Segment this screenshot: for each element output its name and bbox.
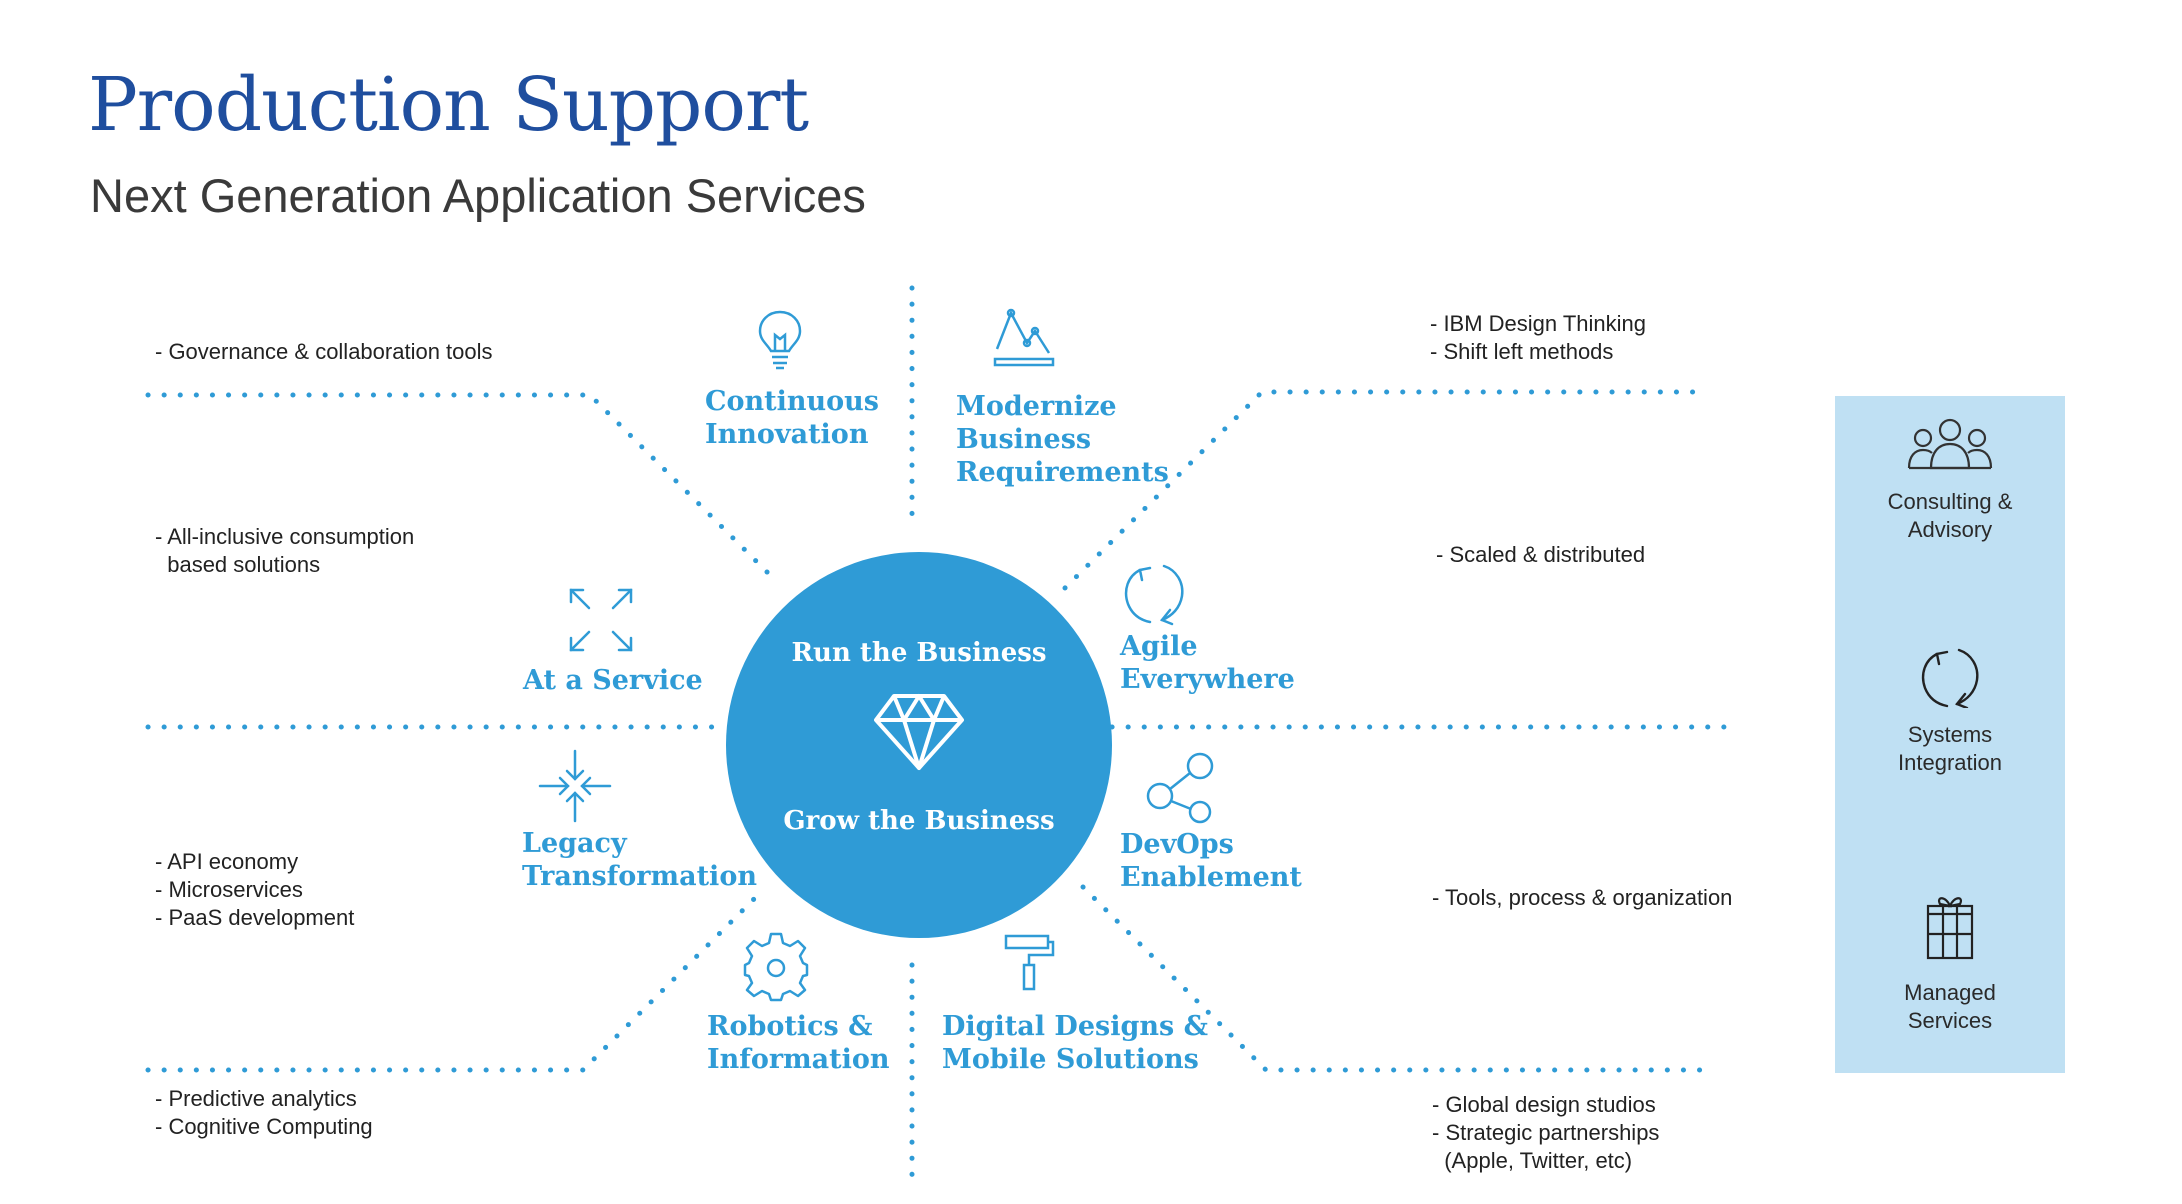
service-devops-enablement: DevOps Enablement — [1120, 828, 1302, 894]
sidebar-item-line: Managed — [1904, 980, 1996, 1005]
cycle-icon — [1921, 648, 1979, 708]
gift-box-icon — [1926, 897, 1974, 960]
compress-icon — [538, 749, 612, 823]
service-line: Requirements — [956, 457, 1169, 488]
service-line: Transformation — [522, 861, 757, 892]
connector-lower-left — [145, 893, 760, 1073]
sidebar-item-managed-services: Managed Services — [1835, 979, 2065, 1035]
diamond-icon — [874, 694, 964, 770]
service-line: Enablement — [1120, 862, 1302, 893]
gear-icon — [743, 932, 809, 1002]
hub-top-text: Run the Business — [791, 638, 1047, 668]
service-at-a-service: At a Service — [523, 664, 703, 697]
note-global: - Global design studios - Strategic part… — [1432, 1092, 1660, 1173]
sidebar-item-line: Services — [1907, 1008, 1993, 1033]
service-line: Everywhere — [1120, 664, 1295, 695]
central-hub: Run the Business Grow the Business — [726, 552, 1112, 938]
service-line: Business — [956, 424, 1092, 455]
lightbulb-icon — [758, 310, 802, 370]
sidebar-panel: Consulting & Advisory Systems Integratio… — [1835, 396, 2065, 1073]
service-line: At a Service — [523, 665, 703, 696]
hub-bottom-text: Grow the Business — [783, 806, 1055, 836]
service-line: Innovation — [705, 419, 869, 450]
service-legacy-transformation: Legacy Transformation — [522, 827, 757, 893]
service-modernize-business-requirements: Modernize Business Requirements — [956, 390, 1169, 489]
service-line: Mobile Solutions — [942, 1044, 1199, 1075]
service-robotics-information: Robotics & Information — [707, 1010, 890, 1076]
expand-icon — [569, 588, 633, 652]
note-predictive: - Predictive analytics - Cognitive Compu… — [155, 1086, 373, 1139]
service-line: Robotics & — [707, 1011, 873, 1042]
note-tools: - Tools, process & organization — [1432, 885, 1733, 910]
note-api: - API economy - Microservices - PaaS dev… — [155, 849, 355, 930]
page-title: Production Support — [88, 62, 809, 148]
sidebar-item-line: Integration — [1898, 750, 2002, 775]
share-icon — [1146, 752, 1214, 824]
service-agile-everywhere: Agile Everywhere — [1120, 630, 1295, 696]
service-line: Continuous — [705, 386, 879, 417]
service-continuous-innovation: Continuous Innovation — [705, 385, 879, 451]
service-line: Agile — [1120, 631, 1198, 662]
sidebar-item-systems-integration: Systems Integration — [1835, 721, 2065, 777]
paint-roller-icon — [1004, 934, 1055, 991]
service-line: DevOps — [1120, 829, 1234, 860]
connector-lower-right — [1080, 884, 1715, 1073]
service-digital-designs-mobile-solutions: Digital Designs & Mobile Solutions — [942, 1010, 1208, 1076]
refresh-icon — [1124, 564, 1184, 626]
note-governance: - Governance & collaboration tools — [155, 339, 493, 364]
note-scaled: - Scaled & distributed — [1436, 542, 1646, 567]
page-subtitle: Next Generation Application Services — [90, 169, 866, 222]
service-line: Modernize — [956, 391, 1117, 422]
sidebar-item-line: Advisory — [1907, 517, 1993, 542]
connector-upper-left — [145, 392, 778, 583]
sidebar-item-consulting: Consulting & Advisory — [1835, 488, 2065, 544]
team-icon — [1907, 418, 1993, 470]
note-design: - IBM Design Thinking - Shift left metho… — [1430, 311, 1647, 364]
service-line: Digital Designs & — [942, 1011, 1208, 1042]
line-chart-icon — [993, 308, 1055, 367]
service-line: Legacy — [522, 828, 627, 859]
note-consumption: - All-inclusive consumption based soluti… — [155, 524, 415, 577]
sidebar-item-line: Consulting & — [1887, 489, 2013, 514]
sidebar-item-line: Systems — [1907, 722, 1993, 747]
service-line: Information — [707, 1044, 890, 1075]
